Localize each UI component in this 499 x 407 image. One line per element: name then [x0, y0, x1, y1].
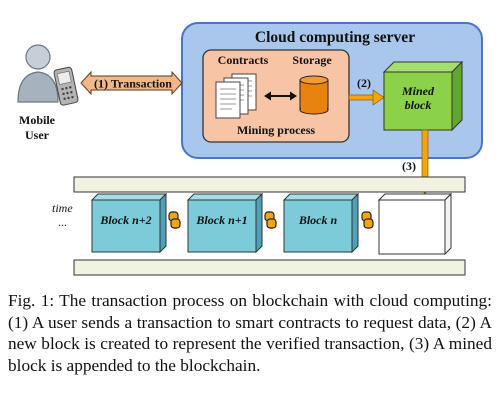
user-label-line1: Mobile [19, 113, 56, 127]
database-cylinder-icon [299, 75, 329, 115]
storage-label: Storage [292, 53, 332, 67]
chain-link-icon [264, 211, 277, 229]
block-n-plus-2-label: Block n+2 [99, 213, 151, 227]
mobile-phone-icon [53, 66, 79, 106]
block-n-label: Block n [298, 213, 338, 227]
block-n-plus-1 [186, 192, 264, 254]
transaction-arrow [80, 70, 183, 96]
chain-rail-bottom [73, 259, 466, 276]
user-label-line2: User [25, 128, 50, 142]
new-block-slot [377, 192, 453, 256]
contracts-label: Contracts [218, 53, 269, 67]
blockchain-cloud-diagram: Cloud computing server Contracts Storage… [17, 22, 483, 276]
transaction-label: (1) Transaction [94, 77, 172, 91]
block-n [282, 192, 360, 254]
figure-caption: Fig. 1: The transaction process on block… [8, 291, 492, 375]
person-icon [17, 44, 59, 103]
contracts-storage-arrow [264, 91, 297, 101]
cloud-server-title: Cloud computing server [255, 29, 415, 46]
time-label: time [52, 201, 73, 215]
step3-label: (3) [402, 159, 416, 173]
mined-block-label-line2: block [405, 98, 432, 112]
chain-link-icon [168, 211, 181, 229]
step2-arrow [348, 89, 385, 106]
time-ellipsis: ... [58, 215, 67, 229]
chain-rail-top [73, 176, 466, 193]
step2-label: (2) [357, 76, 371, 90]
mined-block-label-line1: Mined [401, 84, 435, 98]
mined-block [382, 60, 464, 132]
chain-link-icon [361, 211, 374, 229]
mining-process-label: Mining process [237, 123, 315, 137]
block-n-plus-1-label: Block n+1 [195, 213, 247, 227]
documents-icon [215, 73, 257, 119]
block-n-plus-2 [90, 192, 168, 254]
